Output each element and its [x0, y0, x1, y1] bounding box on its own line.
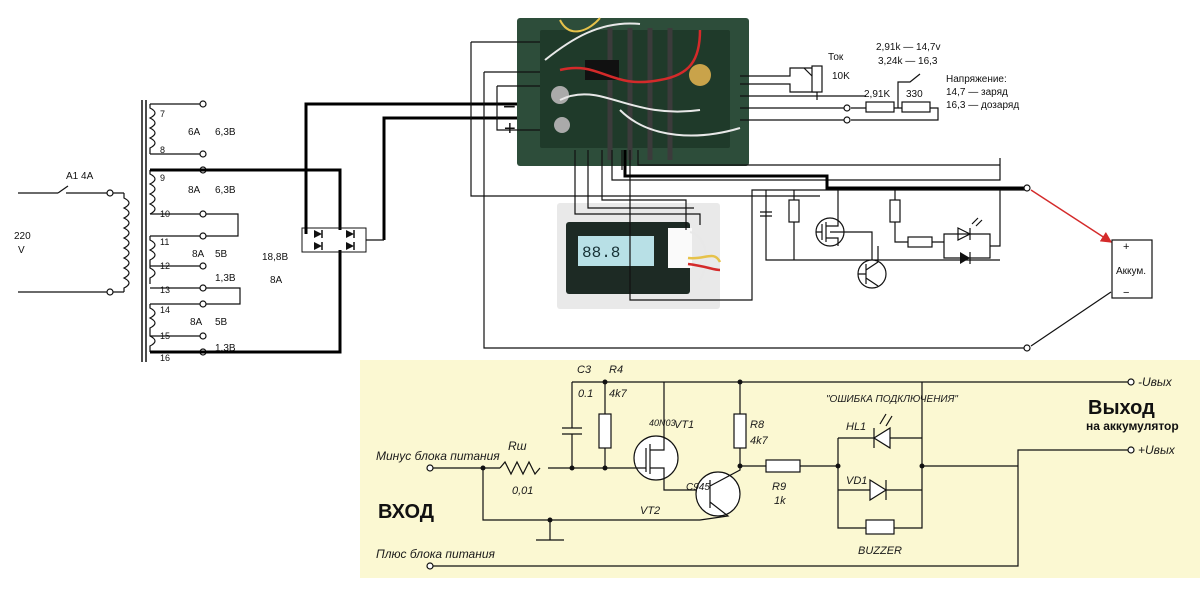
w3-current: 8A: [192, 249, 205, 260]
total-current: 8A: [270, 275, 283, 286]
buzzer-label: BUZZER: [858, 545, 902, 557]
vt2-part: C945: [686, 482, 710, 493]
voltage-charge: 14,7 — заряд: [946, 87, 1008, 98]
r9-value: 1k: [774, 495, 786, 507]
board-minus: −: [503, 94, 516, 119]
pin-16: 16: [160, 353, 170, 363]
total-voltage: 18,8В: [262, 252, 288, 263]
battery-plus: +: [1123, 241, 1129, 253]
pin-13: 13: [160, 285, 170, 295]
hl1-label: HL1: [846, 421, 866, 433]
secondary-windings: 7 8 9 10 11 12 13 14 15 16 6A 6,3В 8A 6,…: [148, 100, 342, 363]
output-minus-label: -Uвых: [1138, 375, 1173, 389]
w1-current: 6A: [188, 127, 201, 138]
svg-text:88.8: 88.8: [582, 244, 620, 262]
r4-name: R4: [609, 364, 623, 376]
voltage-title: Напряжение:: [946, 74, 1007, 85]
bridge-rectifier: [301, 102, 520, 253]
pin-8: 8: [160, 145, 165, 155]
pin-11: 11: [160, 237, 169, 247]
selector-switch-icon: [897, 73, 921, 108]
vt1-name: VT1: [674, 419, 694, 431]
breaker-switch-icon: [57, 185, 69, 194]
w6-voltage: 1,3В: [215, 343, 236, 354]
output-plus-label: +Uвых: [1138, 443, 1176, 457]
shunt-value: 0,01: [512, 485, 533, 497]
r8-value: 4k7: [750, 435, 769, 447]
primary-coil-icon: [122, 193, 130, 292]
r4-value: 4k7: [609, 388, 628, 400]
shunt-resistor-icon: [499, 460, 541, 476]
input-minus-label: Минус блока питания: [376, 449, 500, 463]
input-title: ВХОД: [378, 501, 434, 523]
voltage-divider: 2,91K 330 2,91k — 14,7v 3,24k — 16,3 Нап…: [851, 42, 1019, 121]
mains-voltage: 220: [14, 231, 31, 242]
w1-voltage: 6,3В: [215, 127, 236, 138]
regulator-board: − +: [503, 17, 749, 166]
vd1-label: VD1: [846, 475, 867, 487]
voltage-top-off: 16,3 — дозаряд: [946, 100, 1019, 111]
shunt-name: Rш: [508, 439, 527, 453]
hl1-led-icon: [872, 426, 891, 450]
mains-unit: V: [18, 245, 25, 256]
protection-panel: Минус блока питания Плюс блока питания В…: [360, 360, 1200, 578]
battery-block: Аккум. + −: [1111, 239, 1153, 299]
current-label: Ток: [828, 52, 844, 63]
battery-label: Аккум.: [1116, 266, 1146, 277]
battery-minus: −: [1123, 287, 1129, 299]
pin-7: 7: [160, 109, 165, 119]
r8-name: R8: [750, 419, 765, 431]
fault-title: "ОШИБКА ПОДКЛЮЧЕНИЯ": [826, 394, 958, 405]
w5-voltage: 5В: [215, 317, 228, 328]
w2-voltage: 6,3В: [215, 185, 236, 196]
preset-2: 3,24k — 16,3: [878, 56, 938, 67]
vt2-name: VT2: [640, 505, 660, 517]
vt1-mosfet-icon: [633, 435, 679, 481]
w3-voltage: 5В: [215, 249, 228, 260]
trim-resistor: 330: [906, 89, 923, 100]
current-pot: Ток 10K: [803, 52, 850, 100]
c3-name: C3: [577, 364, 592, 376]
vd1-diode-icon: [869, 478, 888, 502]
w2-current: 8A: [188, 185, 201, 196]
output-title: Выход: [1088, 397, 1155, 419]
display-module: 88.8: [557, 203, 722, 309]
buzzer-icon: [865, 519, 895, 535]
mains-input: 220 V A1 4A: [14, 100, 147, 362]
c3-value: 0.1: [578, 388, 593, 400]
regulator-wiring: [470, 41, 1113, 352]
divider-resistor: 2,91K: [864, 89, 890, 100]
output-subtitle: на аккумулятор: [1086, 419, 1179, 433]
pin-14: 14: [160, 305, 170, 315]
w4-voltage: 1,3В: [215, 273, 236, 284]
breaker-label: A1 4A: [66, 171, 94, 182]
pin-9: 9: [160, 173, 165, 183]
w5-current: 8A: [190, 317, 203, 328]
preset-1: 2,91k — 14,7v: [876, 42, 940, 53]
vt1-part: 40N03: [649, 418, 676, 428]
board-plus: +: [504, 118, 516, 140]
vt2-bjt-icon: [695, 471, 741, 517]
r9-name: R9: [772, 481, 786, 493]
input-plus-label: Плюс блока питания: [376, 547, 496, 561]
upper-protection: [760, 190, 1001, 289]
current-pot-value: 10K: [832, 71, 850, 82]
capacitor-icon: [760, 211, 772, 217]
